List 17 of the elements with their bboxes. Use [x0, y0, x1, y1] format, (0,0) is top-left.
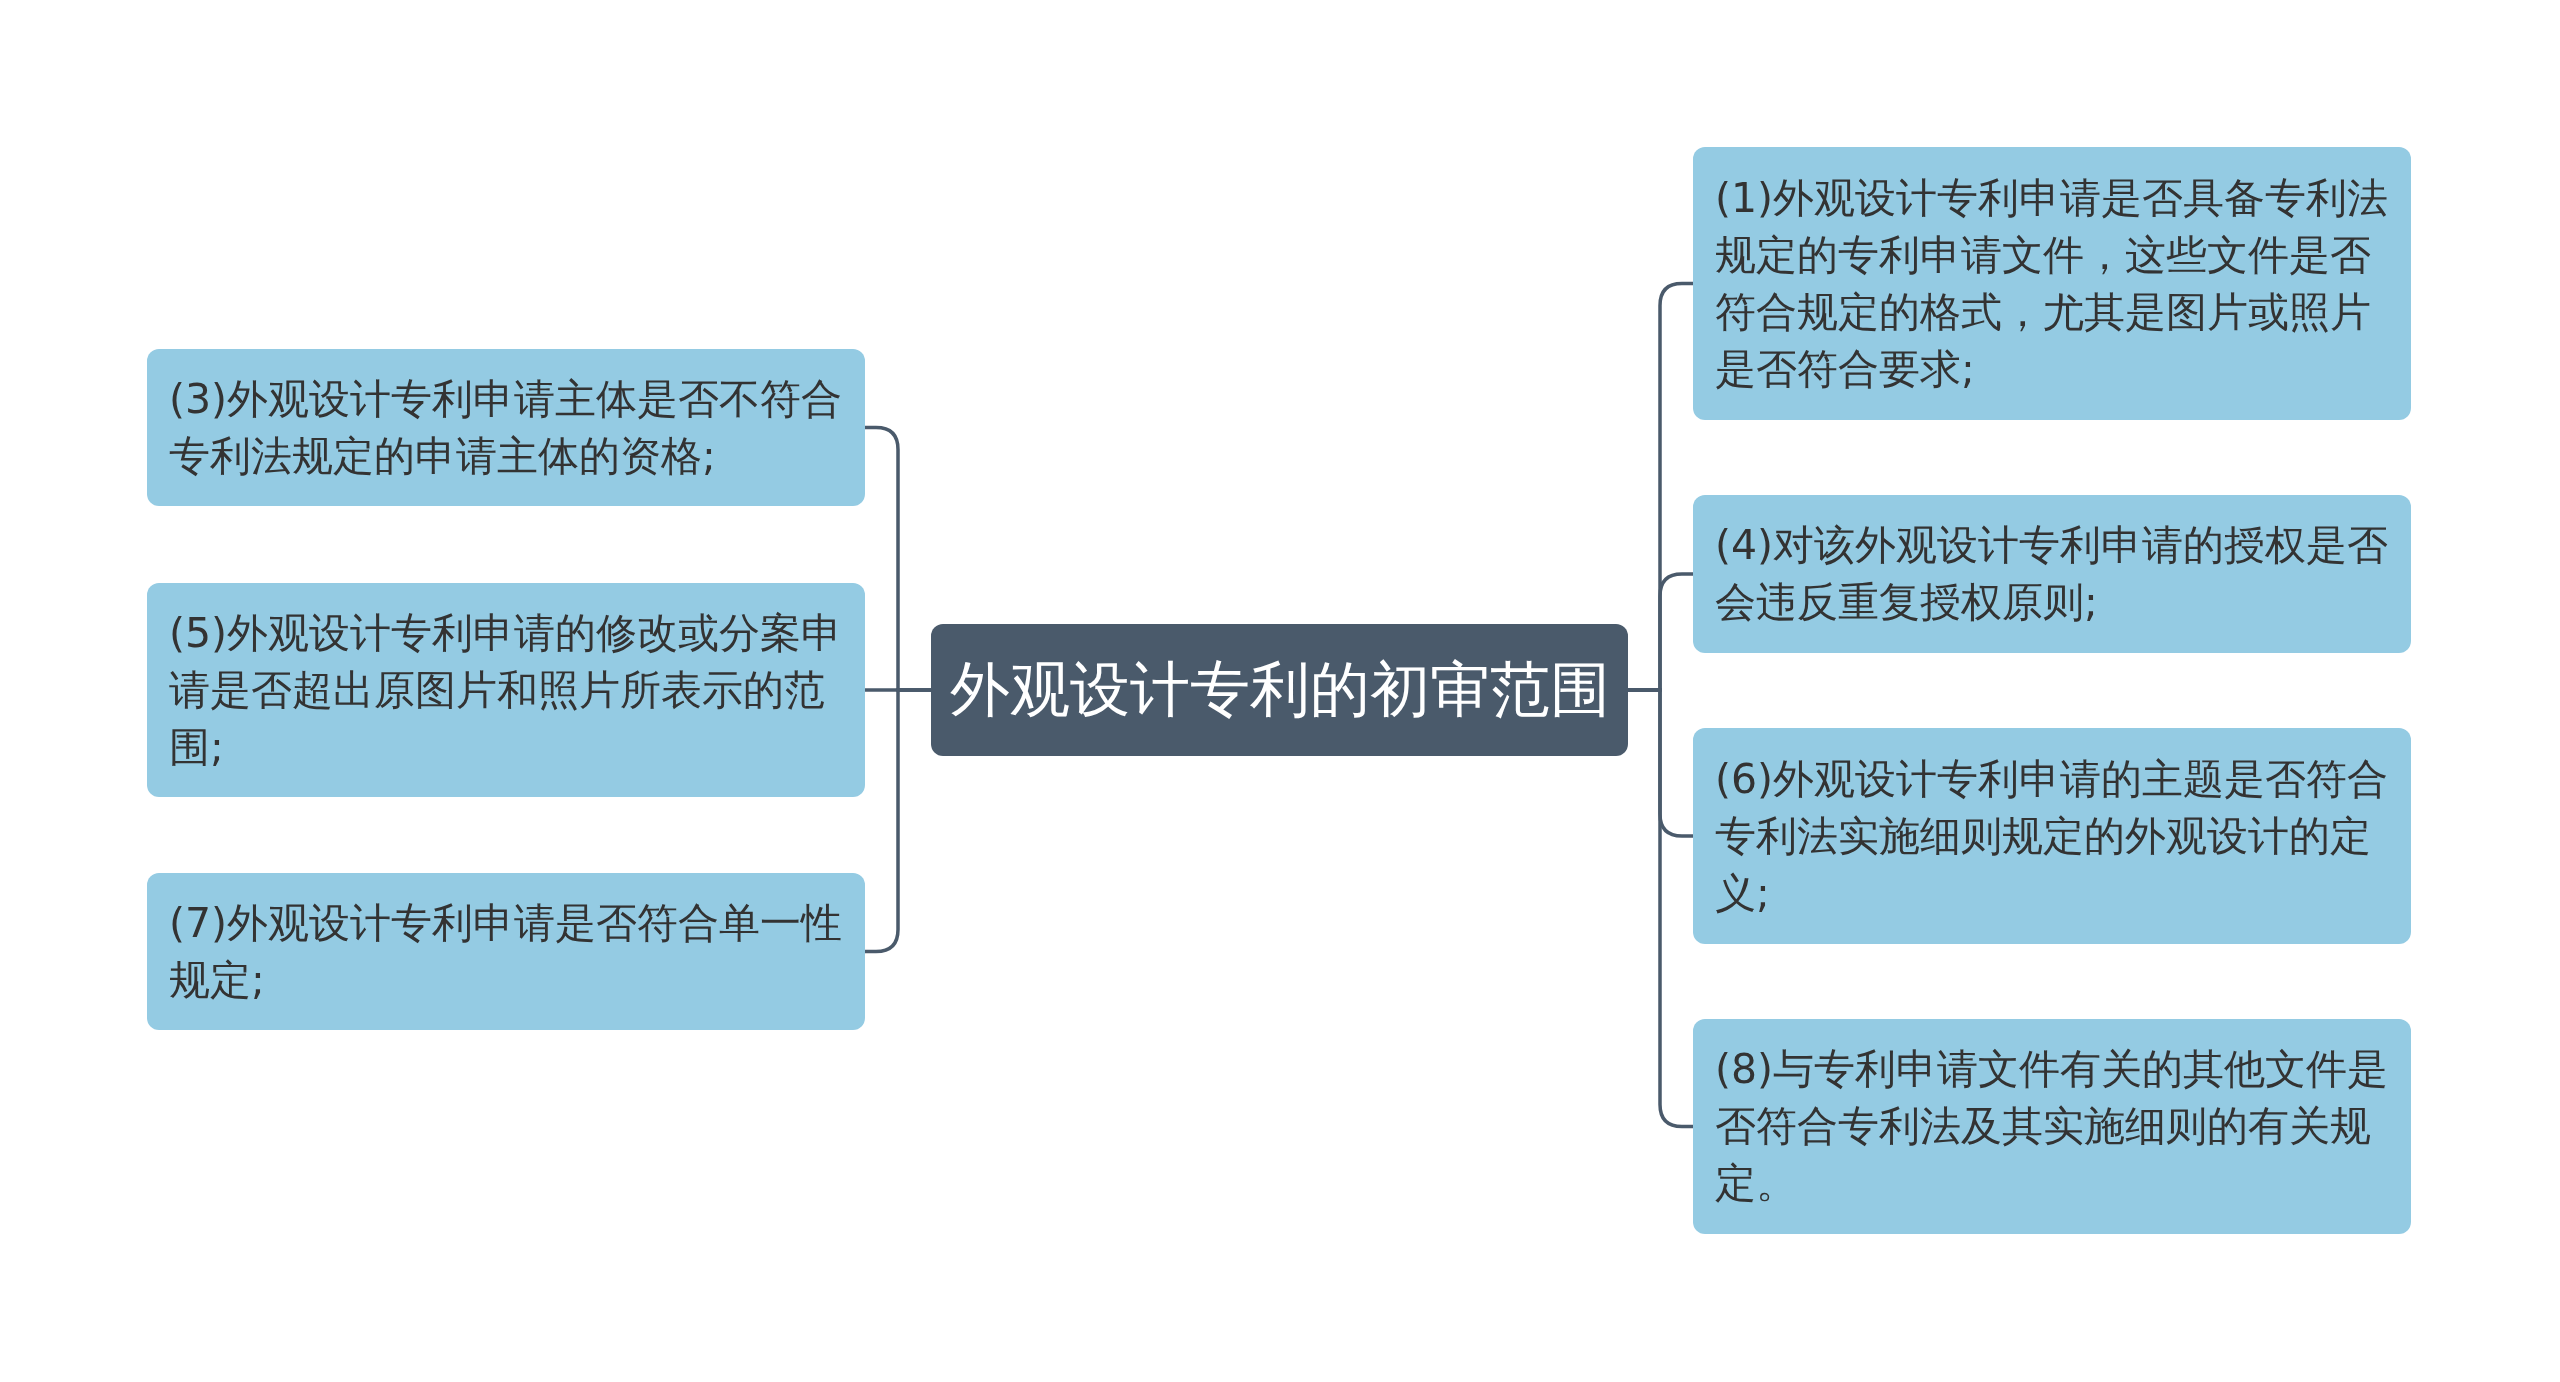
subtopic-box [1693, 1019, 2411, 1234]
node-text: (4)对该外观设计专利申请的授权是否会违反重复授权原则; [1715, 520, 2390, 628]
node-text: (3)外观设计专利申请主体是否不符合专利法规定的申请主体的资格; [169, 373, 844, 482]
connector-line [1628, 688, 1693, 1129]
node-text: (1)外观设计专利申请是否具备专利法规定的专利申请文件，这些文件是否符合规定的格式，尤其是图片或照片是否符合要求; [1715, 172, 2390, 395]
topic-box [931, 624, 1628, 756]
node-text: (8)与专利申请文件有关的其他文件是否符合专利法及其实施细则的有关规定。 [1715, 1044, 2390, 1209]
subtopic-box [1693, 495, 2411, 653]
node-text: (6)外观设计专利申请的主题是否符合专利法实施细则规定的外观设计的定义; [1715, 753, 2390, 919]
subtopic-box [147, 583, 865, 797]
node-text: (5)外观设计专利申请的修改或分案申请是否超出原图片和照片所表示的范围; [169, 607, 844, 773]
subtopic-box [1693, 728, 2411, 944]
subtopic-box [1693, 147, 2411, 420]
node-text: (7)外观设计专利申请是否符合单一性规定; [169, 897, 844, 1006]
subtopic-box [147, 873, 865, 1030]
subtopic-box [147, 349, 865, 506]
node-text: 外观设计专利的初审范围 [949, 652, 1610, 726]
